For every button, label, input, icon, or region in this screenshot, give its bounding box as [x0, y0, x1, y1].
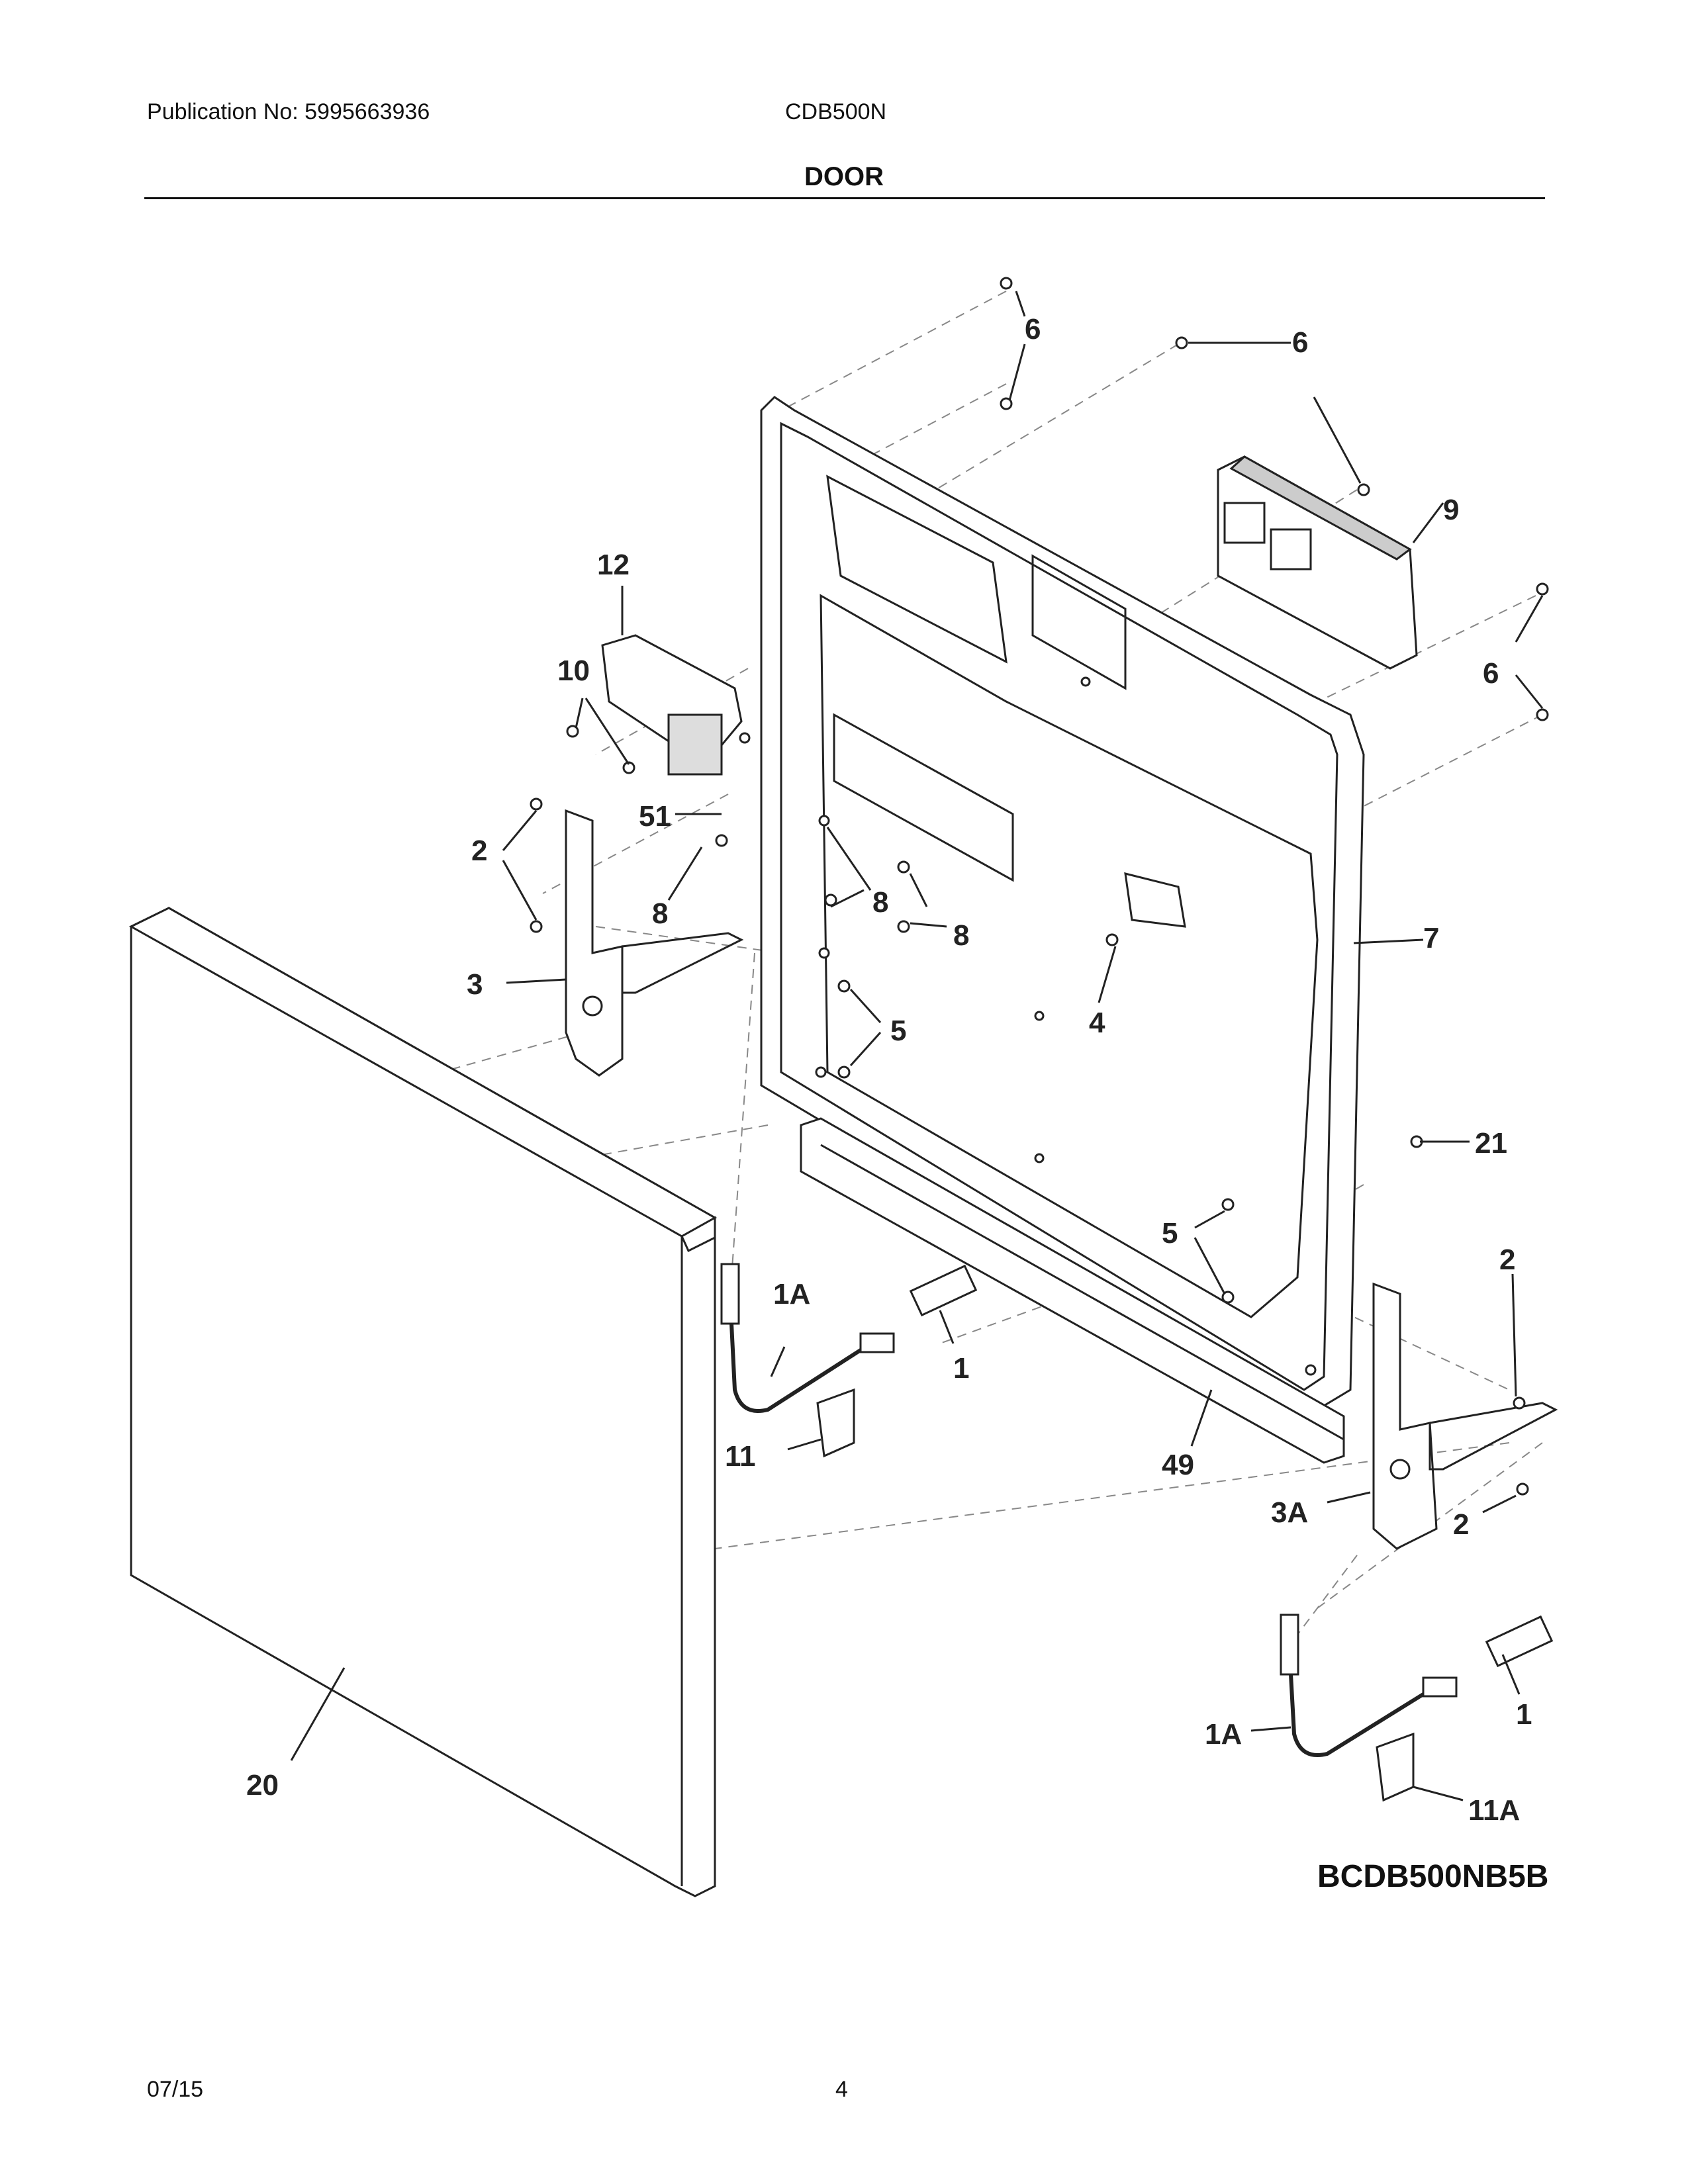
- callout-3: 3: [467, 968, 483, 1001]
- screws: [530, 277, 1549, 1496]
- left-hinge: [565, 809, 744, 1077]
- callout-6-top: 6: [1025, 313, 1041, 345]
- control-console: [1217, 455, 1418, 670]
- callout-1-left: 1: [953, 1352, 969, 1385]
- callout-3A: 3A: [1271, 1496, 1308, 1529]
- callout-2-left: 2: [471, 835, 487, 867]
- callout-8-right: 8: [953, 919, 969, 952]
- header-rule: [144, 197, 1545, 199]
- cable-spring-right: [1280, 1614, 1554, 1802]
- callout-8-center: 8: [872, 886, 888, 919]
- callout-11A: 11A: [1468, 1794, 1520, 1827]
- callout-1A-right: 1A: [1205, 1718, 1242, 1751]
- callout-8-left: 8: [652, 897, 668, 930]
- leader-lines: [290, 291, 1544, 1801]
- inner-door-frame: [760, 396, 1365, 1411]
- callout-1A-left: 1A: [773, 1278, 810, 1310]
- callout-12: 12: [597, 549, 630, 581]
- footer-date: 07/15: [147, 2077, 204, 2102]
- model-number: CDB500N: [785, 99, 887, 124]
- page-title: DOOR: [804, 162, 884, 191]
- callout-4: 4: [1089, 1007, 1105, 1039]
- callout-labels: 6 6 9 12 6 10 51 2 8 8 8 7 3 4 5 21 5 2 …: [246, 313, 1532, 1827]
- callout-7: 7: [1423, 922, 1439, 954]
- callout-5-left: 5: [890, 1015, 906, 1047]
- page-number: 4: [835, 2077, 848, 2102]
- door-panel: [128, 907, 718, 1897]
- callout-2-lower: 2: [1453, 1508, 1469, 1541]
- callout-2-right: 2: [1499, 1244, 1515, 1276]
- callout-10: 10: [557, 655, 590, 687]
- callout-20: 20: [246, 1769, 279, 1801]
- callout-6-console: 6: [1292, 326, 1308, 359]
- callout-6-right: 6: [1483, 657, 1499, 690]
- callout-51: 51: [639, 800, 671, 833]
- callout-21: 21: [1475, 1127, 1507, 1160]
- callout-49: 49: [1162, 1449, 1194, 1481]
- callout-11: 11: [725, 1440, 756, 1473]
- diagram-code: BCDB500NB5B: [1317, 1859, 1549, 1894]
- publication-number: Publication No: 5995663936: [147, 99, 430, 124]
- callout-5-right: 5: [1162, 1217, 1178, 1250]
- cable-spring-left: [720, 1263, 978, 1458]
- door-latch: [601, 634, 743, 776]
- bottom-trim: [800, 1117, 1345, 1464]
- callout-1-right: 1: [1516, 1698, 1532, 1731]
- callout-9: 9: [1443, 494, 1459, 526]
